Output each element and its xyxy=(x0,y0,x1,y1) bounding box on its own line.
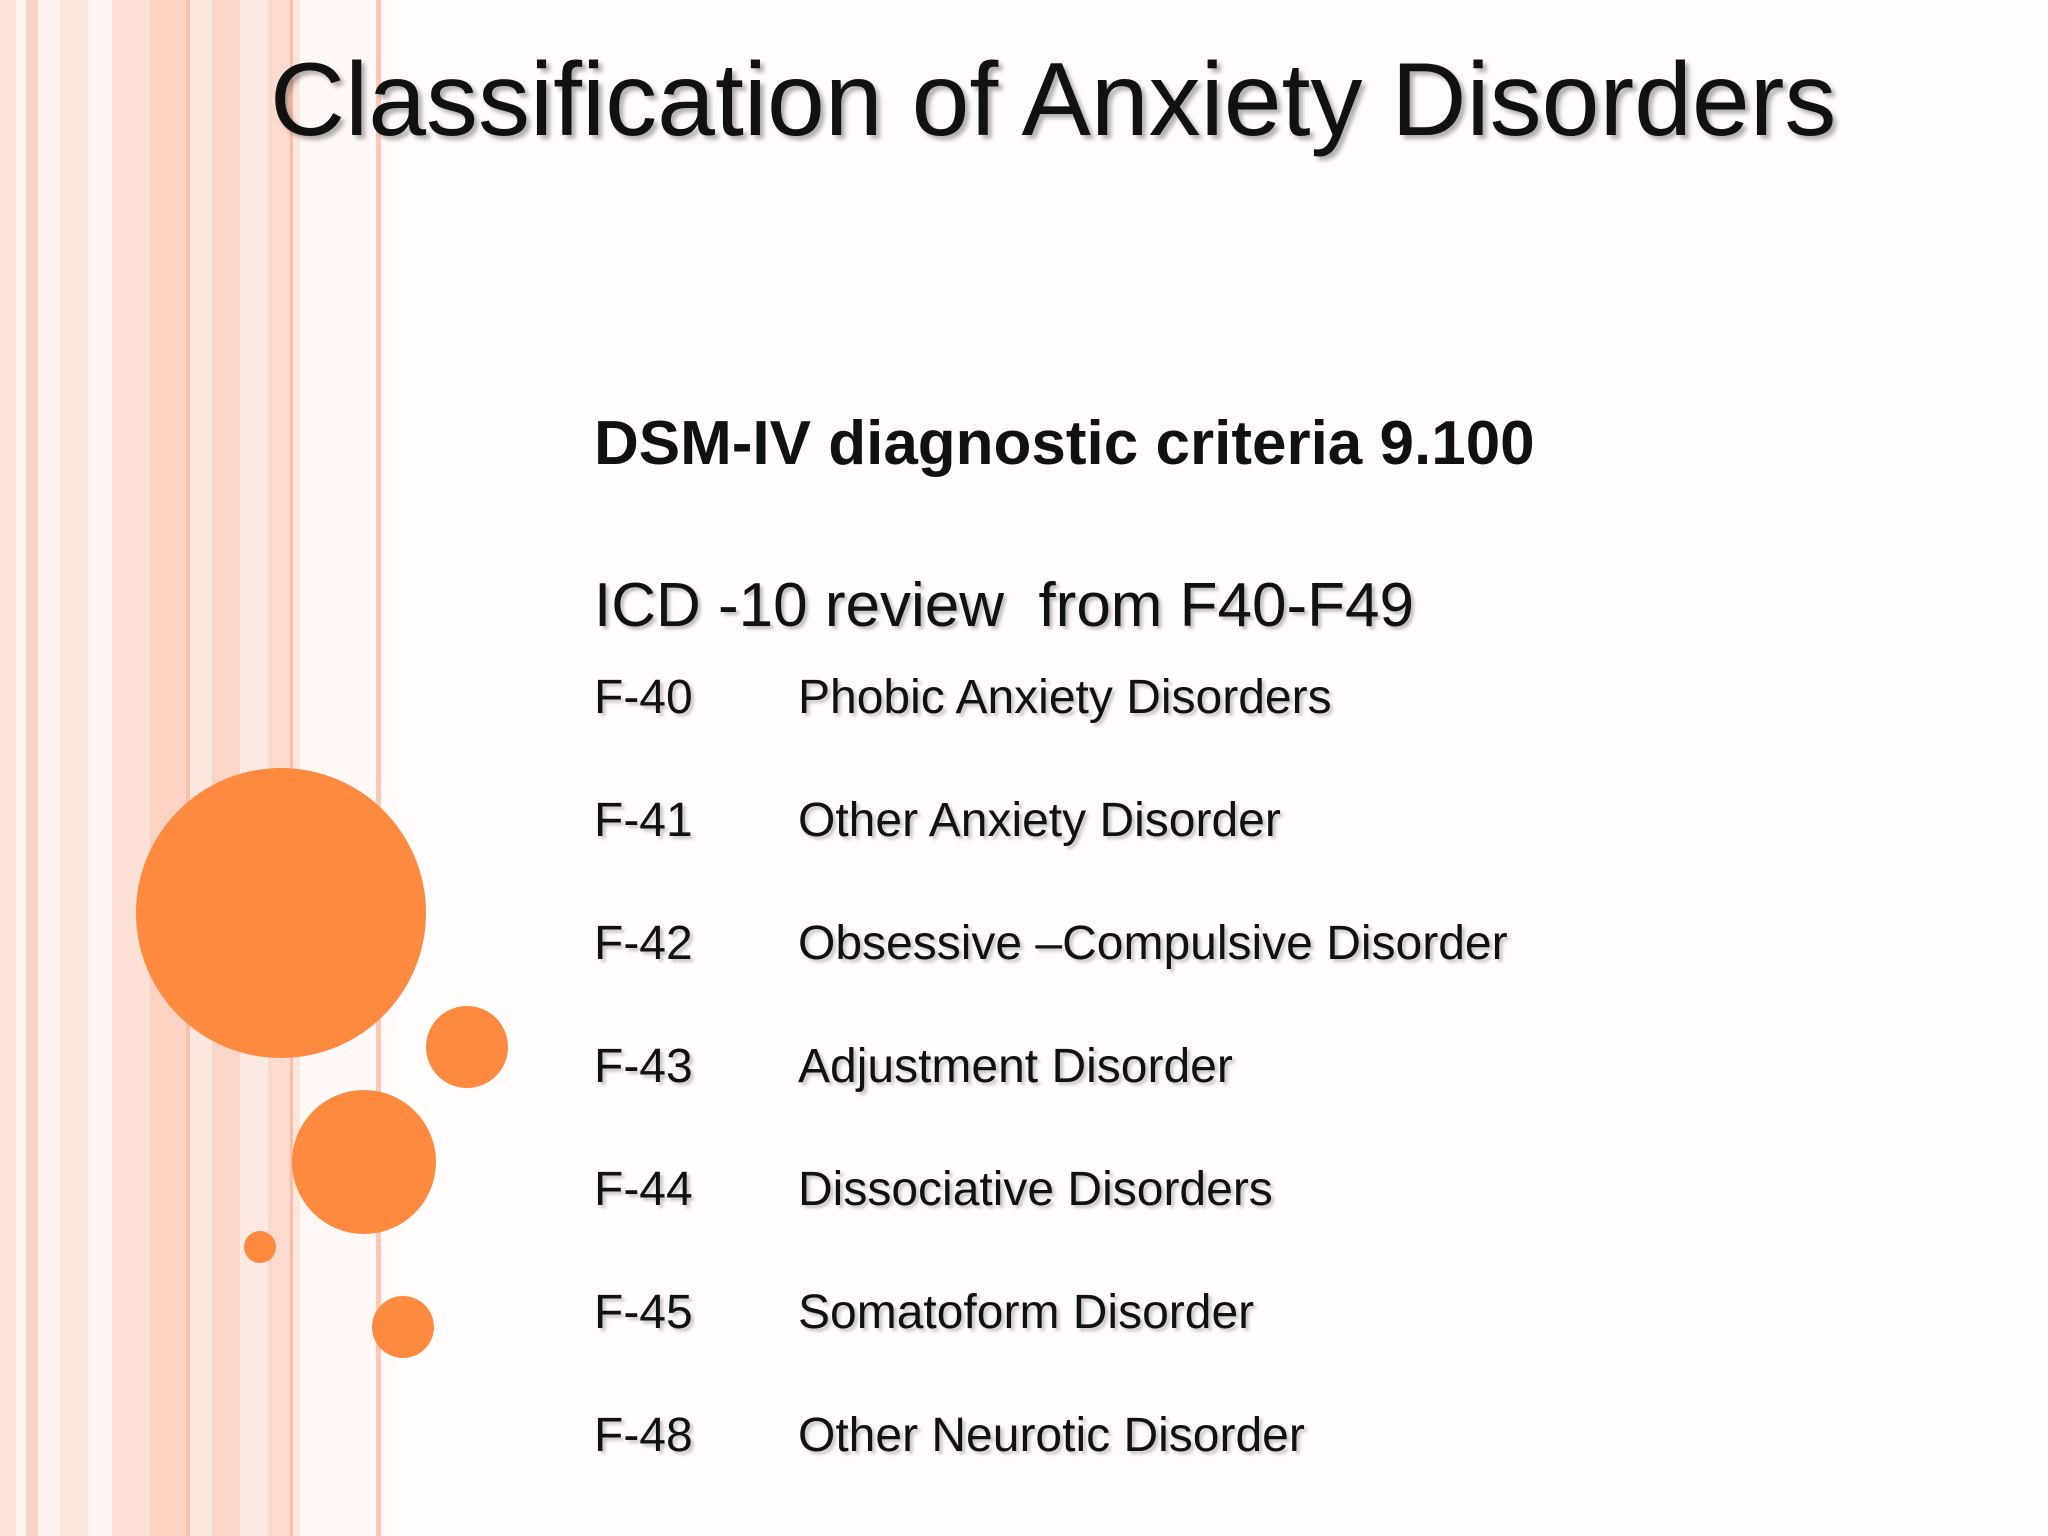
decorative-stripes xyxy=(0,0,400,1536)
icd-code: F-40 xyxy=(594,671,693,724)
decorative-circle-large xyxy=(136,768,426,1058)
icd-heading: ICD -10 review from F40-F49 xyxy=(594,571,1414,640)
decorative-circle-tiny xyxy=(244,1231,276,1263)
icd-code-list: F-40 Phobic Anxiety Disorders F-41 Other… xyxy=(594,668,1994,1529)
icd-code: F-41 xyxy=(594,794,693,847)
list-item: F-41 Other Anxiety Disorder xyxy=(594,791,1994,914)
icd-code: F-48 xyxy=(594,1409,693,1462)
decorative-circle-small xyxy=(426,1006,508,1088)
disorder-name: Somatoform Disorder xyxy=(798,1286,1255,1339)
list-item: F-43 Adjustment Disorder xyxy=(594,1037,1994,1160)
disorder-name: Adjustment Disorder xyxy=(798,1040,1233,1093)
slide-content: DSM-IV diagnostic criteria 9.100 ICD -10… xyxy=(594,404,1994,1529)
slide-title: Classification of Anxiety Disorders xyxy=(270,42,1837,158)
dsm-heading: DSM-IV diagnostic criteria 9.100 xyxy=(594,409,1535,478)
icd-code: F-42 xyxy=(594,917,693,970)
icd-code: F-45 xyxy=(594,1286,693,1339)
icd-code: F-43 xyxy=(594,1040,693,1093)
disorder-name: Obsessive –Compulsive Disorder xyxy=(798,917,1508,970)
decorative-circle-medium xyxy=(292,1090,436,1234)
stripe-line xyxy=(186,0,190,1536)
disorder-name: Other Anxiety Disorder xyxy=(798,794,1281,847)
disorder-name: Dissociative Disorders xyxy=(798,1163,1273,1216)
list-item: F-45 Somatoform Disorder xyxy=(594,1283,1994,1406)
decorative-circle-small xyxy=(372,1296,434,1358)
disorder-name: Phobic Anxiety Disorders xyxy=(798,671,1332,724)
list-item: F-44 Dissociative Disorders xyxy=(594,1160,1994,1283)
list-item: F-48 Other Neurotic Disorder xyxy=(594,1406,1994,1529)
list-item: F-40 Phobic Anxiety Disorders xyxy=(594,668,1994,791)
icd-code: F-44 xyxy=(594,1163,693,1216)
list-item: F-42 Obsessive –Compulsive Disorder xyxy=(594,914,1994,1037)
disorder-name: Other Neurotic Disorder xyxy=(798,1409,1305,1462)
stripe-line xyxy=(376,0,381,1536)
